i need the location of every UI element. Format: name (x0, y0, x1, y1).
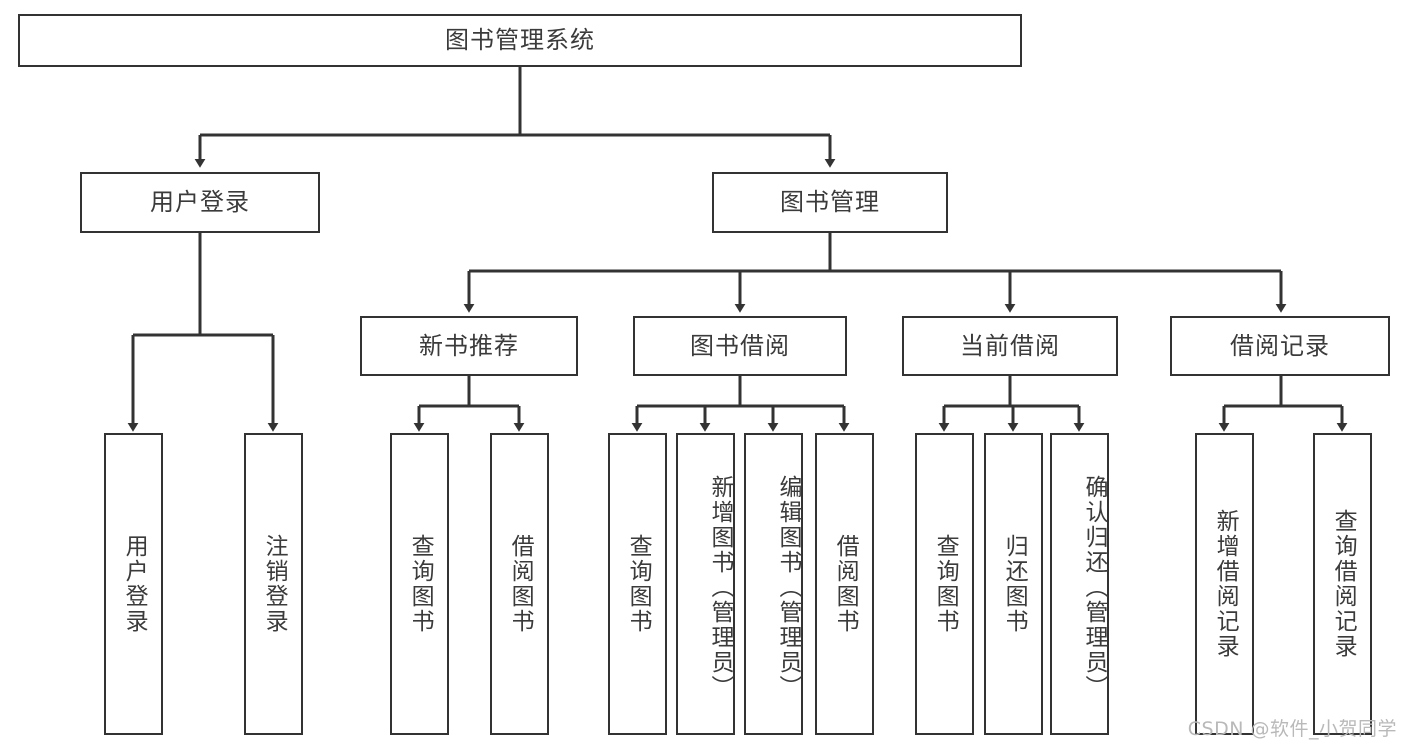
leaf-add-borrow-record[interactable]: 新增借阅记录 (1195, 433, 1254, 735)
leaf-query-book-new[interactable]: 查询图书 (390, 433, 449, 735)
leaf-add-book-admin[interactable]: 新增图书（管理员） (676, 433, 735, 735)
leaf-user-login[interactable]: 用户登录 (104, 433, 163, 735)
leaf-logout[interactable]: 注销登录 (244, 433, 303, 735)
node-root-system[interactable]: 图书管理系统 (18, 14, 1022, 67)
leaf-query-book-borrow[interactable]: 查询图书 (608, 433, 667, 735)
leaf-query-book-current[interactable]: 查询图书 (915, 433, 974, 735)
leaf-return-book[interactable]: 归还图书 (984, 433, 1043, 735)
leaf-edit-book-admin[interactable]: 编辑图书（管理员） (744, 433, 803, 735)
node-borrow-record[interactable]: 借阅记录 (1170, 316, 1390, 376)
leaf-confirm-return-admin[interactable]: 确认归还（管理员） (1050, 433, 1109, 735)
leaf-borrow-book[interactable]: 借阅图书 (815, 433, 874, 735)
node-new-book-recommend[interactable]: 新书推荐 (360, 316, 578, 376)
node-book-management[interactable]: 图书管理 (712, 172, 948, 233)
node-user-login[interactable]: 用户登录 (80, 172, 320, 233)
node-current-borrow[interactable]: 当前借阅 (902, 316, 1118, 376)
leaf-query-borrow-record[interactable]: 查询借阅记录 (1313, 433, 1372, 735)
leaf-borrow-book-new[interactable]: 借阅图书 (490, 433, 549, 735)
csdn-watermark: CSDN @软件_小贺同学 (1187, 718, 1397, 740)
node-book-borrow[interactable]: 图书借阅 (633, 316, 847, 376)
